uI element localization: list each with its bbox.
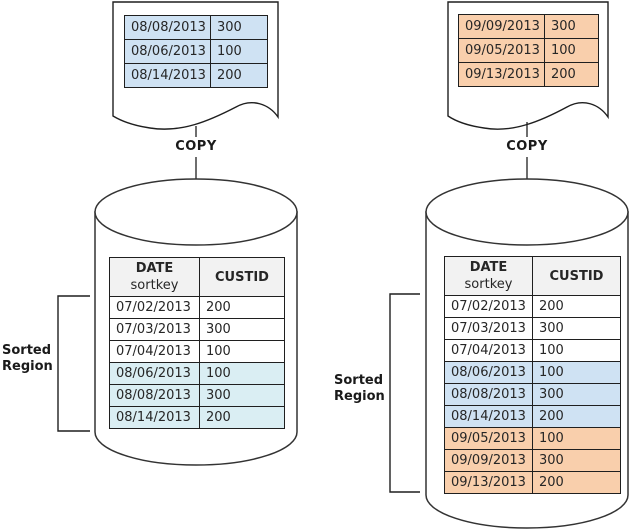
table-header-row: DATE sortkey CUSTID <box>444 256 621 296</box>
sortkey-label: sortkey <box>130 278 179 293</box>
db-table-left: DATE sortkey CUSTID 07/02/2013 200 07/03… <box>109 257 285 429</box>
custid-cell: 200 <box>532 405 621 428</box>
table-row: 09/13/2013 200 <box>444 471 621 494</box>
custid-cell: 100 <box>532 339 621 362</box>
custid-cell: 100 <box>199 340 285 363</box>
table-row: 08/08/2013 300 <box>124 15 268 40</box>
table-row: 08/08/2013 300 <box>444 383 621 406</box>
date-cell: 09/05/2013 <box>458 38 545 63</box>
sorted-region-line1: Sorted <box>334 373 384 388</box>
source-table-right: 09/09/2013 300 09/05/2013 100 09/13/2013… <box>458 14 599 87</box>
custid-cell: 300 <box>210 15 268 40</box>
sorted-region-line2: Region <box>2 359 53 374</box>
date-cell: 08/06/2013 <box>444 361 533 384</box>
date-cell: 08/08/2013 <box>124 15 211 40</box>
custid-cell: 200 <box>199 406 285 429</box>
custid-cell: 300 <box>532 383 621 406</box>
table-row: 09/13/2013 200 <box>458 62 599 87</box>
date-cell: 09/09/2013 <box>458 14 545 39</box>
date-cell: 08/14/2013 <box>109 406 200 429</box>
sorted-region-bracket-right <box>389 293 420 493</box>
custid-cell: 100 <box>532 427 621 450</box>
date-column-header: DATE sortkey <box>109 257 200 297</box>
table-row: 09/09/2013 300 <box>444 449 621 472</box>
source-table-left: 08/08/2013 300 08/06/2013 100 08/14/2013… <box>124 15 268 88</box>
date-cell: 09/13/2013 <box>444 471 533 494</box>
table-row: 08/06/2013 100 <box>444 361 621 384</box>
table-row: 08/14/2013 200 <box>109 406 285 429</box>
date-cell: 09/13/2013 <box>458 62 545 87</box>
cylinder-top-right <box>425 178 629 246</box>
table-row: 07/03/2013 300 <box>444 317 621 340</box>
date-cell: 07/04/2013 <box>109 340 200 363</box>
date-cell: 08/08/2013 <box>444 383 533 406</box>
sorted-region-line1: Sorted <box>2 343 52 358</box>
date-cell: 08/14/2013 <box>124 63 211 88</box>
custid-cell: 300 <box>199 318 285 341</box>
table-row: 07/04/2013 100 <box>109 340 285 363</box>
custid-cell: 200 <box>210 63 268 88</box>
custid-cell: 100 <box>210 39 268 64</box>
table-row: 07/03/2013 300 <box>109 318 285 341</box>
table-row: 08/06/2013 100 <box>109 362 285 385</box>
date-header-title: DATE <box>135 261 174 276</box>
db-table-right: DATE sortkey CUSTID 07/02/2013 200 07/03… <box>444 256 621 494</box>
custid-cell: 300 <box>532 449 621 472</box>
sorted-region-bracket-left <box>57 295 90 432</box>
custid-cell: 200 <box>532 295 621 318</box>
date-cell: 07/04/2013 <box>444 339 533 362</box>
custid-cell: 100 <box>532 361 621 384</box>
table-row: 08/14/2013 200 <box>124 63 268 88</box>
date-cell: 07/02/2013 <box>444 295 533 318</box>
table-row: 09/09/2013 300 <box>458 14 599 39</box>
sorted-region-label-left: Sorted Region <box>2 343 53 375</box>
custid-column-header: CUSTID <box>532 256 621 296</box>
date-cell: 09/09/2013 <box>444 449 533 472</box>
copy-label-left: COPY <box>175 139 217 154</box>
custid-cell: 200 <box>544 62 599 87</box>
custid-cell: 200 <box>532 471 621 494</box>
date-cell: 07/02/2013 <box>109 296 200 319</box>
date-cell: 07/03/2013 <box>109 318 200 341</box>
custid-cell: 300 <box>532 317 621 340</box>
date-header-title: DATE <box>469 260 508 275</box>
table-row: 07/02/2013 200 <box>444 295 621 318</box>
cylinder-top-left <box>94 178 298 246</box>
table-row: 08/08/2013 300 <box>109 384 285 407</box>
date-cell: 07/03/2013 <box>444 317 533 340</box>
table-row: 09/05/2013 100 <box>444 427 621 450</box>
custid-cell: 100 <box>544 38 599 63</box>
table-row: 07/04/2013 100 <box>444 339 621 362</box>
date-cell: 09/05/2013 <box>444 427 533 450</box>
date-cell: 08/14/2013 <box>444 405 533 428</box>
date-cell: 08/06/2013 <box>124 39 211 64</box>
table-row: 08/06/2013 100 <box>124 39 268 64</box>
copy-label-right: COPY <box>506 139 548 154</box>
custid-cell: 100 <box>199 362 285 385</box>
table-row: 07/02/2013 200 <box>109 296 285 319</box>
custid-cell: 300 <box>544 14 599 39</box>
custid-column-header: CUSTID <box>199 257 285 297</box>
sorted-region-line2: Region <box>334 389 385 404</box>
table-header-row: DATE sortkey CUSTID <box>109 257 285 297</box>
sortkey-label: sortkey <box>464 277 513 292</box>
custid-cell: 200 <box>199 296 285 319</box>
date-column-header: DATE sortkey <box>444 256 533 296</box>
date-cell: 08/06/2013 <box>109 362 200 385</box>
table-row: 08/14/2013 200 <box>444 405 621 428</box>
sorted-region-label-right: Sorted Region <box>334 373 385 405</box>
date-cell: 08/08/2013 <box>109 384 200 407</box>
table-row: 09/05/2013 100 <box>458 38 599 63</box>
custid-cell: 300 <box>199 384 285 407</box>
